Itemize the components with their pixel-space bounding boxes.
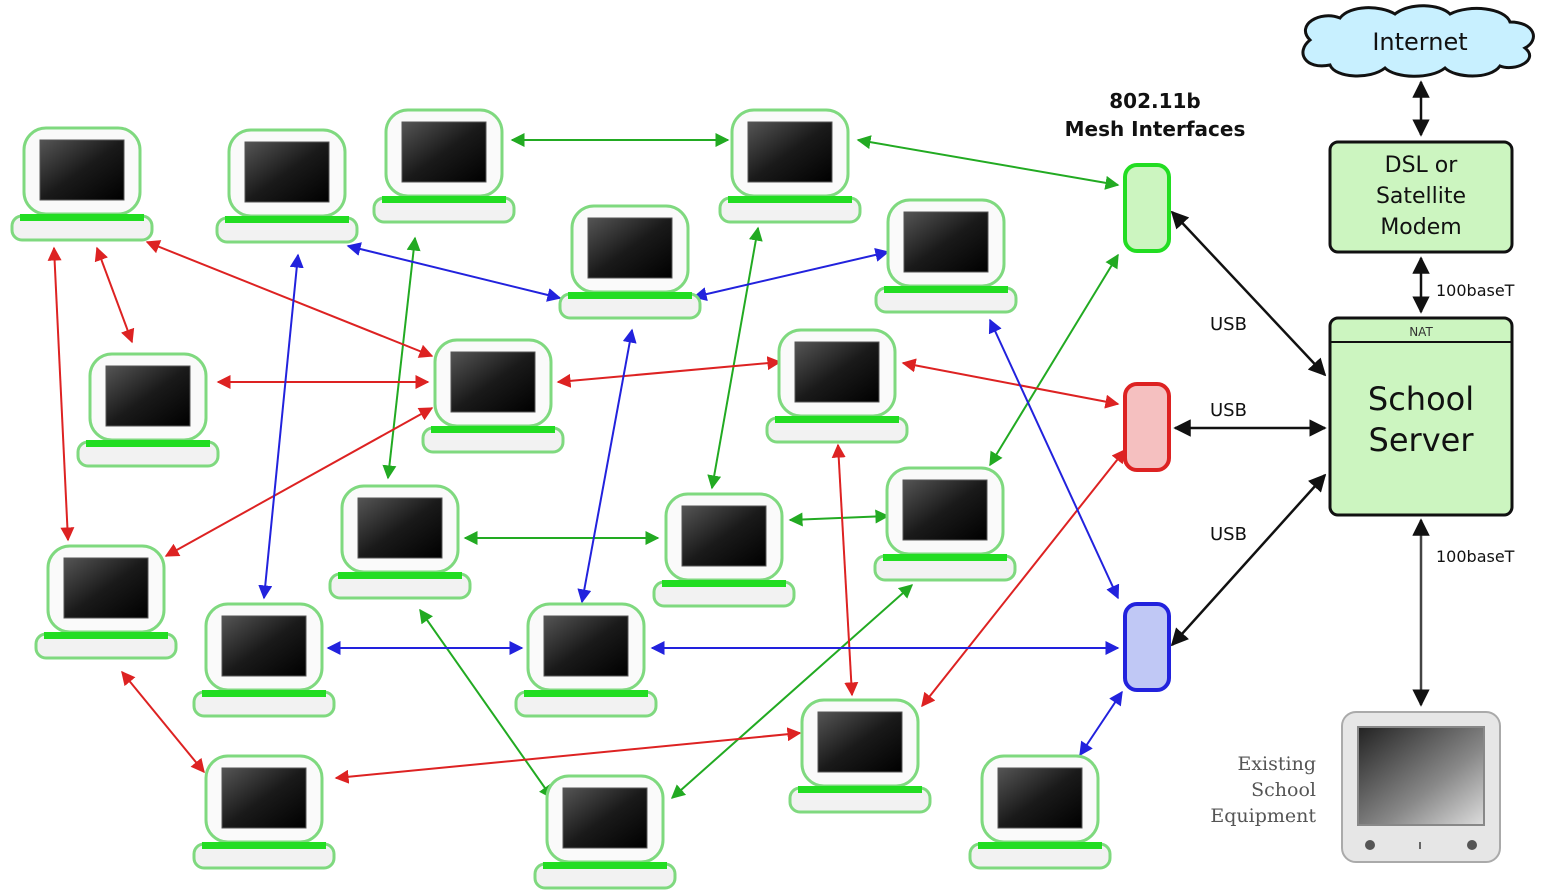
laptop-node: [192, 602, 336, 718]
usb-label-green: USB: [1210, 314, 1247, 335]
modem-label-line1: DSL or: [1385, 153, 1459, 178]
modem-label-line2: Satellite: [1376, 184, 1466, 209]
server-label-line1: School: [1368, 380, 1474, 418]
equipment-label-line3: Equipment: [1210, 805, 1316, 827]
laptop-node: [34, 544, 178, 660]
laptop-node: [652, 492, 796, 608]
green-mesh-links: [382, 133, 1120, 800]
server-label-line2: Server: [1369, 421, 1475, 459]
mesh-interface-red: [1123, 382, 1171, 472]
mesh-title-line1: 802.11b: [1109, 89, 1201, 113]
laptop-node: [372, 108, 516, 224]
mesh-interface-green: [1123, 163, 1171, 253]
laptop-node: [421, 338, 565, 454]
laptop-node: [558, 204, 702, 320]
laptop-node: [215, 128, 359, 244]
usb-label-blue: USB: [1210, 524, 1247, 545]
modem-label-line3: Modem: [1380, 215, 1461, 240]
nat-label: NAT: [1409, 325, 1433, 339]
existing-equipment-monitor: [1341, 711, 1501, 863]
laptop-node: [718, 108, 862, 224]
modem-box: DSL or Satellite Modem: [1328, 140, 1514, 254]
usb-label-red: USB: [1210, 400, 1247, 421]
blue-mesh-links: [258, 242, 1123, 757]
laptop-node: [873, 466, 1017, 582]
mesh-title-line2: Mesh Interfaces: [1065, 117, 1246, 141]
link-label-100baset-top: 100baseT: [1436, 281, 1515, 300]
link-label-100baset-bottom: 100baseT: [1436, 547, 1515, 566]
laptop-node: [874, 198, 1018, 314]
laptop-node: [533, 774, 677, 890]
laptop-node: [192, 754, 336, 870]
equipment-label-line1: Existing: [1237, 753, 1316, 775]
laptop-nodes: [10, 108, 1112, 890]
laptop-node: [76, 352, 220, 468]
laptop-node: [788, 698, 932, 814]
internet-label: Internet: [1372, 28, 1467, 56]
laptop-node: [765, 328, 909, 444]
laptop-node: [968, 754, 1112, 870]
laptop-node: [10, 126, 154, 242]
laptop-node: [328, 484, 472, 600]
school-server-box: NAT School Server: [1328, 316, 1514, 517]
wired-links: [1170, 80, 1430, 707]
laptop-node: [514, 602, 658, 718]
mesh-interface-blue: [1123, 602, 1171, 692]
equipment-label-line2: School: [1251, 779, 1316, 801]
internet-cloud: Internet: [1301, 4, 1535, 78]
